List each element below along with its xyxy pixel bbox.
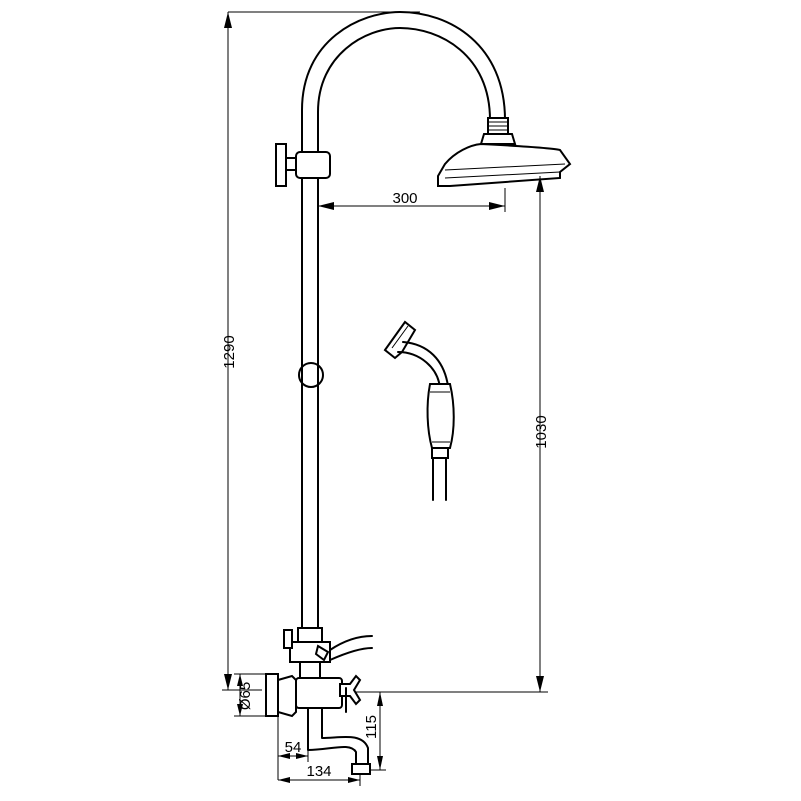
arrow-right [348, 777, 360, 783]
arrow-bottom [237, 704, 243, 716]
top-wall-bracket [275, 143, 331, 187]
label-spout-offset-outer: 134 [306, 763, 331, 780]
rail-slider [298, 362, 324, 388]
arrow-left [278, 753, 290, 759]
label-head-height: 1030 [533, 415, 550, 448]
dimension-head-projection: 300 [318, 188, 506, 212]
dimension-spout-offset-inner: 54 [277, 716, 309, 780]
label-spout-height: 115 [363, 715, 380, 739]
label-flange-diameter: Ø65 [237, 682, 254, 710]
label-spout-offset-inner: 54 [285, 739, 302, 756]
arrow-right [296, 753, 308, 759]
dimension-spout-offset-outer: 134 [278, 763, 361, 786]
hose-connector [431, 447, 449, 459]
arrow-top [237, 674, 243, 686]
gooseneck-arm [301, 11, 506, 181]
label-head-projection: 300 [392, 190, 417, 207]
arrow-bottom [536, 676, 544, 692]
diverter-nut [297, 627, 323, 643]
arrow-bottom [377, 756, 383, 770]
dimension-flange-diameter: Ø65 [234, 673, 270, 717]
wall-flange [265, 673, 279, 717]
dimension-spout-height: 115 [363, 691, 386, 771]
arrow-bottom [224, 674, 232, 690]
label-overall-height: 1290 [221, 335, 238, 368]
diverter-knob [283, 629, 293, 649]
rain-shower-head [437, 117, 572, 187]
arrow-left [278, 777, 290, 783]
arrow-right [489, 202, 505, 210]
hand-shower-neck [397, 351, 441, 389]
arrow-left [318, 202, 334, 210]
hand-shower-handle [426, 383, 455, 449]
arrow-top [224, 12, 232, 28]
arrow-top [536, 176, 544, 192]
arrow-top [377, 692, 383, 706]
dimension-head-height: 1030 [355, 176, 550, 693]
mixer-diverter [265, 627, 373, 775]
hand-shower [383, 320, 455, 501]
mixer-body [295, 677, 343, 709]
riser-rail [301, 179, 319, 631]
hand-shower-face [383, 320, 417, 360]
